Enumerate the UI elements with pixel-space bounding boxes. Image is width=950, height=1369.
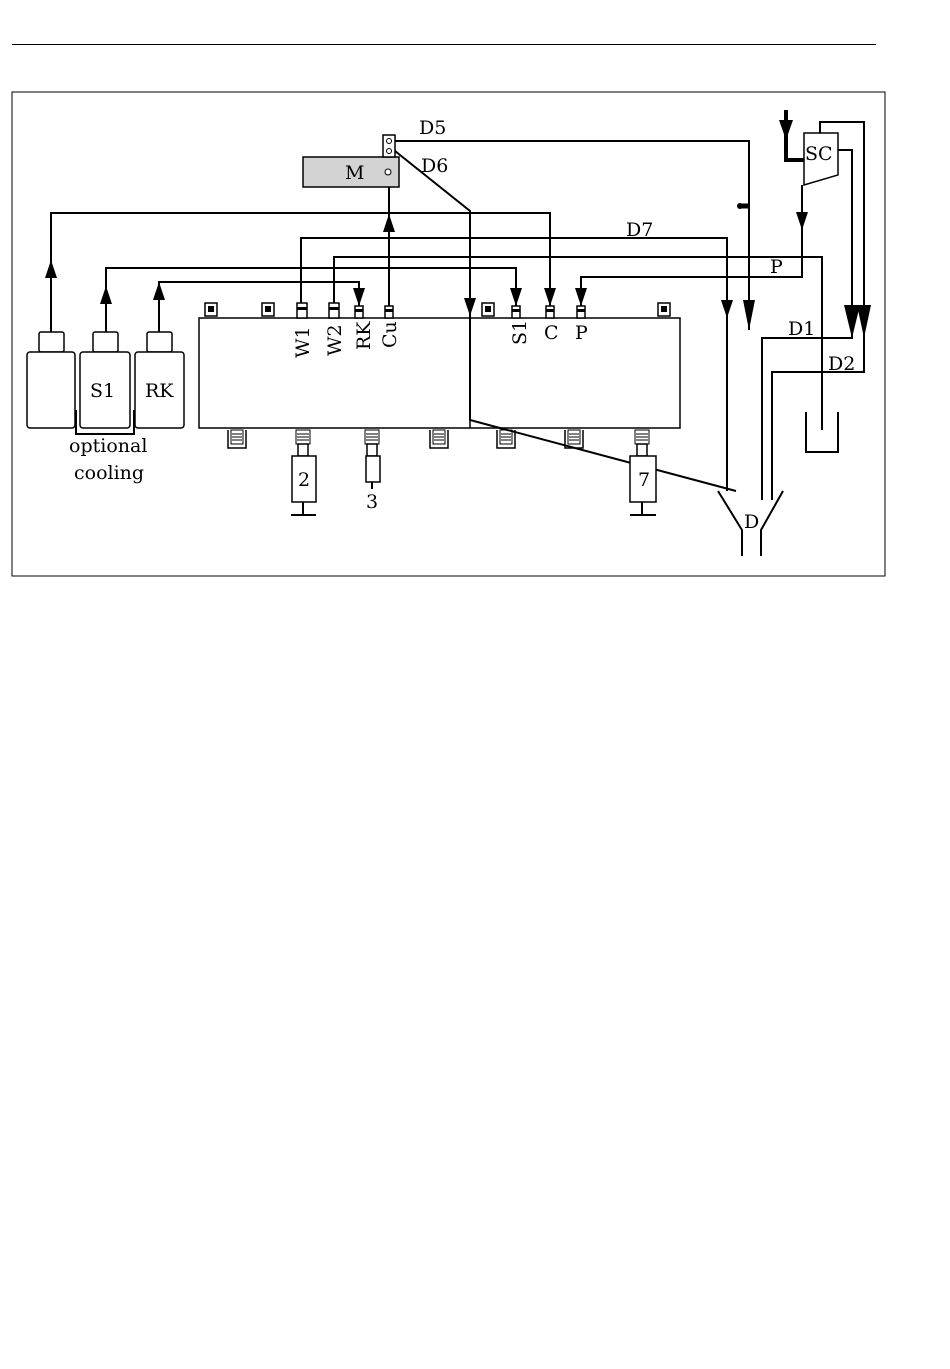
motor-m-label: M bbox=[345, 162, 364, 184]
top-fittings bbox=[205, 303, 670, 318]
port-label-p: P bbox=[575, 322, 588, 344]
pump-2-label: 2 bbox=[298, 469, 310, 491]
bottle-blank bbox=[27, 332, 75, 428]
valve-3-label: 3 bbox=[366, 491, 378, 513]
label-d1: D1 bbox=[788, 318, 815, 340]
bottle-rk-label: RK bbox=[145, 380, 174, 402]
valve-manifold bbox=[199, 318, 680, 428]
valve-3 bbox=[366, 444, 380, 489]
port-label-s1: S1 bbox=[509, 320, 531, 345]
tube-p bbox=[581, 185, 802, 306]
pump-7-label: 7 bbox=[638, 469, 650, 491]
bottom-fittings bbox=[228, 430, 649, 448]
port-label-w2: W2 bbox=[324, 324, 346, 356]
label-d5: D5 bbox=[419, 117, 446, 139]
port-label-c: C bbox=[544, 322, 559, 344]
drain-label: D bbox=[744, 511, 759, 533]
sc-inlet bbox=[786, 110, 804, 160]
port-label-w1: W1 bbox=[292, 326, 314, 358]
label-p-line: P bbox=[770, 256, 783, 278]
port-label-cu: Cu bbox=[379, 321, 401, 348]
port-label-rk: RK bbox=[353, 321, 375, 350]
bottle-s1-label: S1 bbox=[90, 380, 115, 402]
optional-cooling-line2: cooling bbox=[74, 462, 144, 484]
optional-cooling-line1: optional bbox=[69, 435, 147, 457]
label-d6: D6 bbox=[421, 155, 448, 177]
sc-label: SC bbox=[805, 143, 833, 165]
